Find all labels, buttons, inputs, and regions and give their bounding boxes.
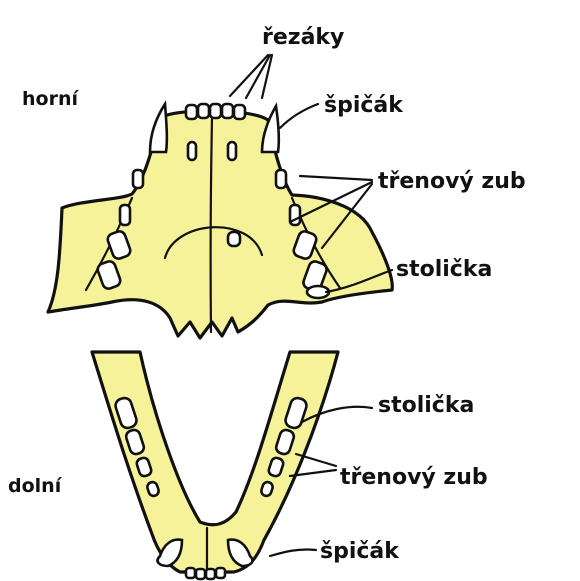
label-premolar-upper: třenový zub <box>378 169 526 194</box>
label-incisors: řezáky <box>262 25 344 50</box>
upper-jaw <box>48 104 392 338</box>
label-canine-upper: špičák <box>324 93 404 118</box>
label-upper-jaw: horní <box>22 88 79 110</box>
label-canine-lower: špičák <box>320 539 400 564</box>
upper-right-canine-icon <box>262 106 279 152</box>
label-molar-lower: stolička <box>378 393 474 418</box>
midline-suture <box>211 118 212 332</box>
lower-jaw <box>92 352 338 579</box>
mandible-outline <box>92 352 338 572</box>
upper-incisors <box>186 104 245 119</box>
label-premolar-lower: třenový zub <box>340 465 488 490</box>
upper-left-canine-icon <box>150 104 167 152</box>
lower-incisors <box>186 568 225 579</box>
label-lower-jaw: dolní <box>8 475 63 497</box>
label-molar-upper: stolička <box>396 257 492 282</box>
